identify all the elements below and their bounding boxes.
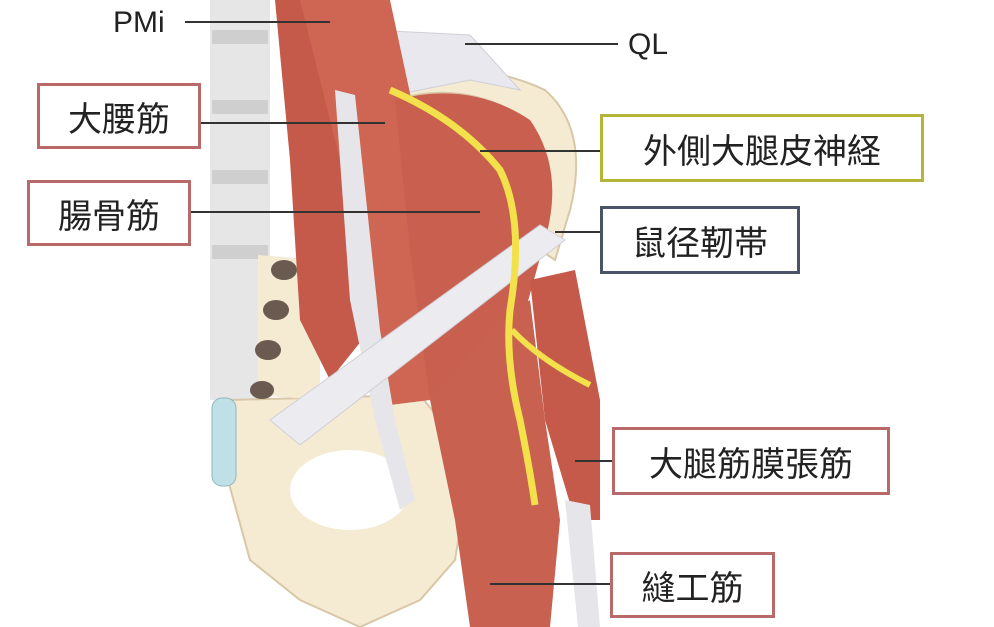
pubic-symphysis [211,397,237,487]
label-pmi: PMi [113,6,165,39]
label-psoas-major: 大腰筋 [37,83,201,149]
label-tensor-fasciae-latae: 大腿筋膜張筋 [612,427,890,495]
inguinal-ligament [269,224,566,446]
spine [210,0,270,400]
label-ql: QL [628,28,669,61]
tensor-fasciae-latae-muscle [530,270,600,520]
obturator-foramen [290,450,410,530]
label-sartorius: 縫工筋 [610,552,775,618]
iliotibial-band [565,500,600,627]
leader-lines [185,21,618,585]
psoas-tendon [335,90,415,510]
nerve-branch [509,327,592,388]
sartorius-muscle [430,300,560,627]
label-iliacus: 腸骨筋 [27,180,191,246]
label-inguinal-ligament: 鼠径靭帯 [600,206,800,274]
label-lateral-femoral-cutaneous-nerve: 外側大腿皮神経 [600,114,924,182]
lateral-femoral-cutaneous-nerve [388,86,539,506]
